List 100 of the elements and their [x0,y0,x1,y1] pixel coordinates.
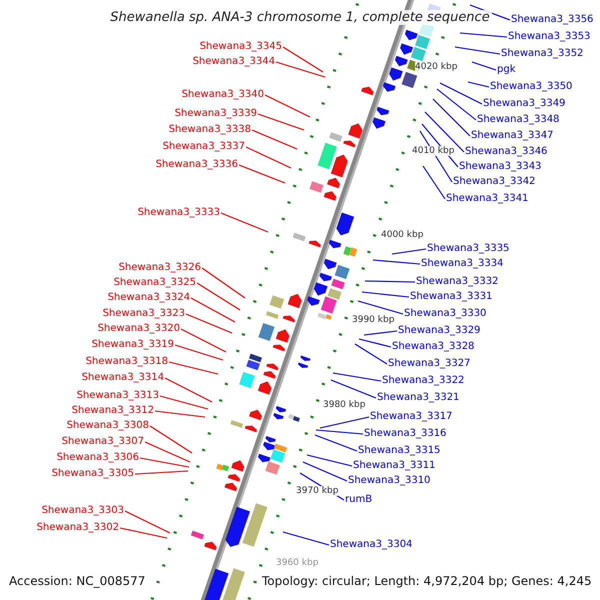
gene-label: Shewana3_3330 [404,308,486,320]
gene-label: Shewana3_3345 [200,41,282,53]
gene-label: Shewana3_3344 [192,56,275,68]
leader-line [140,457,190,468]
gene-label: Shewana3_3347 [471,130,554,142]
footer-text: Topology: circular; Length: 4,972,204 bp; Genes: 4,245 [262,574,592,588]
leader-line [264,94,310,118]
leader-line [454,46,500,55]
leader-line [432,98,470,136]
leader-line [422,166,446,200]
leader-line [424,112,464,152]
leader-line [174,344,224,361]
gene-label: Shewana3_3320 [98,323,180,335]
gene-label: Shewana3_3315 [358,445,440,457]
gene-label: Shewana3_3305 [52,468,134,480]
leader-line [306,454,352,467]
scale-label: 3970 kbp [296,486,338,496]
leader-line [358,300,404,315]
leader-line [470,4,510,21]
gene-label: Shewana3_3343 [459,161,542,173]
gene-label: Shewana3_3326 [118,262,201,274]
gene-label: Shewana3_3324 [108,292,190,304]
gene-label: Shewana3_3348 [477,114,560,126]
title: Shewanella sp. ANA-3 chromosome 1, complete sequence [108,10,492,25]
scale-label: 3960 kbp [276,558,318,568]
leader-line [258,113,304,131]
leader-line [196,282,240,310]
leader-line [436,88,476,120]
scale-label: 3990 kbp [352,315,394,325]
leader-line [316,429,364,435]
gene-label: Shewana3_3302 [36,522,119,534]
leader-line [276,61,326,78]
gene-label: Shewana3_3329 [398,325,480,337]
scale-label: 4020 kbp [415,62,458,72]
gene-label: Shewana3_3322 [382,375,464,387]
leader-line [282,531,330,546]
gene-label: Shewana3_3336 [156,159,238,171]
leader-line [202,268,246,298]
leader-line [134,470,188,475]
leader-line [362,291,410,298]
gene-label: Shewana3_3316 [364,428,446,440]
gene-label: Shewana3_3337 [162,141,245,153]
gene-label: Shewana3_3307 [62,436,144,448]
gene-label: Shewana3_3321 [377,392,460,404]
leader-line [320,416,370,429]
leader-line [164,378,212,402]
scale-label: 4010 kbp [412,146,454,156]
gene-label: Shewana3_3303 [42,505,124,517]
gene-label: pgk [497,64,516,76]
gene-label: Shewana3_3317 [370,411,452,423]
leader-line [246,146,292,168]
gene-label: Shewana3_3335 [427,243,510,255]
gene-label: Shewana3_3334 [421,258,504,270]
gene-label: Shewana3_3331 [410,291,492,303]
gene-label: Shewana3_3346 [465,146,548,158]
leader-line [160,395,208,410]
gene-label: Shewana3_3327 [388,358,470,370]
gene-label: Shewana3_3314 [82,372,164,384]
leader-line [354,344,388,364]
gene-label: Shewana3_3349 [483,98,566,110]
gene-label: Shewana3_3340 [182,89,264,101]
gene-label: Shewana3_3350 [490,81,572,93]
leader-line [330,379,376,399]
gene-label: Shewana3_3339 [174,108,257,120]
leader-line [472,61,496,71]
leader-line [314,434,358,452]
leader-line [186,314,232,334]
leader-line [392,248,426,255]
leader-line [372,259,420,265]
gene-label: Shewana3_3319 [92,339,174,351]
gene-label: Shewana3_3311 [353,460,436,472]
gene-label: Shewana3_3312 [72,405,154,417]
gene-label: Shewana3_3310 [348,475,430,487]
leader-line [252,130,298,150]
leader-line [144,442,190,462]
footer-text: Accession: NC_008577 [9,574,146,588]
scale-label: 3980 kbp [323,400,366,410]
leader-line [364,280,416,283]
leader-line [150,426,192,454]
leader-line [120,527,168,539]
gene-label: Shewana3_3304 [330,539,412,551]
leader-line [124,510,170,534]
leader-line [190,298,236,322]
leader-line [468,81,490,88]
gene-label: Shewana3_3328 [392,341,474,353]
gene-label: Shewana3_3356 [511,14,594,26]
leader-line [440,82,482,104]
leader-line [282,46,324,72]
gene-label: Shewana3_3332 [416,276,498,288]
leader-line [364,330,398,336]
leader-line [238,164,286,184]
gene-label: rumB [345,494,372,506]
leader-line [332,372,382,382]
gene-label: Shewana3_3323 [102,308,185,320]
gene-label: Shewana3_3318 [86,356,168,368]
gene-label: Shewana3_3341 [446,193,528,205]
leader-line [154,410,206,418]
leader-line [302,462,348,482]
gene-label: Shewana3_3352 [501,48,584,60]
leader-line [220,212,268,232]
